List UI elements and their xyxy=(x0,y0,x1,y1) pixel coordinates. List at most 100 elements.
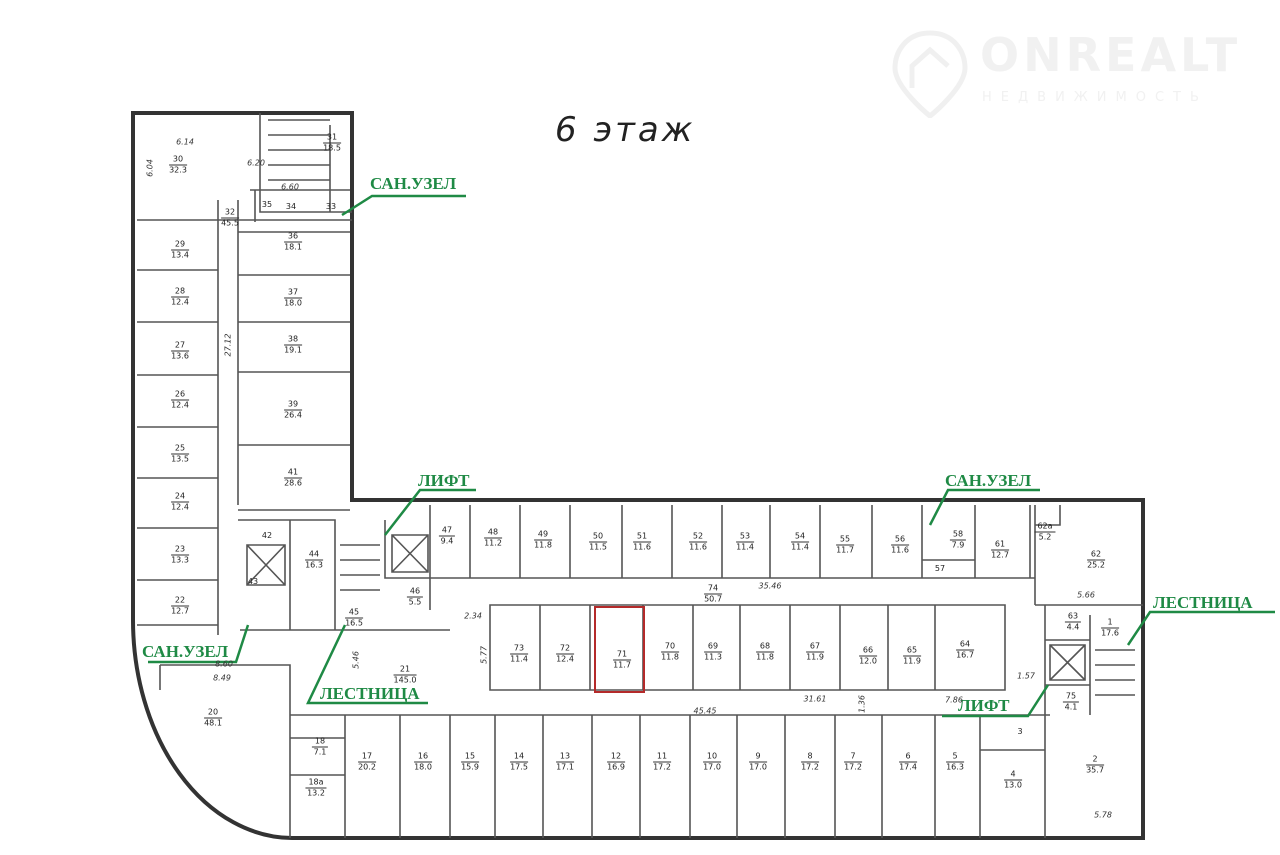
room-43[interactable]: 43 xyxy=(248,577,258,587)
room-3[interactable]: 3 xyxy=(1017,727,1022,737)
room-area: 7.9 xyxy=(951,540,965,550)
room-34[interactable]: 34 xyxy=(286,202,296,212)
room-number: 58 xyxy=(949,530,967,541)
room-57[interactable]: 57 xyxy=(935,564,945,574)
room-area: 17.0 xyxy=(749,762,767,772)
room-number: 2 xyxy=(1086,755,1104,766)
room-area: 11.5 xyxy=(589,542,607,552)
room-area: 26.4 xyxy=(284,410,302,420)
dimension: 6.04 xyxy=(145,159,155,177)
room-area: 50.7 xyxy=(704,594,722,604)
room-number: 72 xyxy=(556,644,574,655)
room-number: 62 xyxy=(1087,550,1105,561)
highlighted-room-71[interactable] xyxy=(594,606,645,693)
room-area: 145.0 xyxy=(393,675,417,685)
room-area: 11.7 xyxy=(836,545,854,555)
room-area: 12.4 xyxy=(556,654,574,664)
room-area: 5.5 xyxy=(408,597,422,607)
room-35[interactable]: 35 xyxy=(262,200,272,210)
room-number: 21 xyxy=(393,665,417,676)
room-number: 35 xyxy=(261,200,273,209)
room-area: 17.2 xyxy=(844,762,862,772)
room-area: 18.1 xyxy=(284,242,302,252)
room-area: 19.1 xyxy=(284,345,302,355)
room-33[interactable]: 33 xyxy=(326,202,336,212)
room-number: 47 xyxy=(438,526,456,537)
room-area: 17.0 xyxy=(703,762,721,772)
room-area: 12.4 xyxy=(171,297,189,307)
house-pin-logo-icon xyxy=(892,30,968,120)
room-area: 11.9 xyxy=(903,656,921,666)
stairs-left-pointer xyxy=(306,624,428,705)
dimension: 2.34 xyxy=(464,611,482,621)
room-42[interactable]: 42 xyxy=(262,531,272,541)
